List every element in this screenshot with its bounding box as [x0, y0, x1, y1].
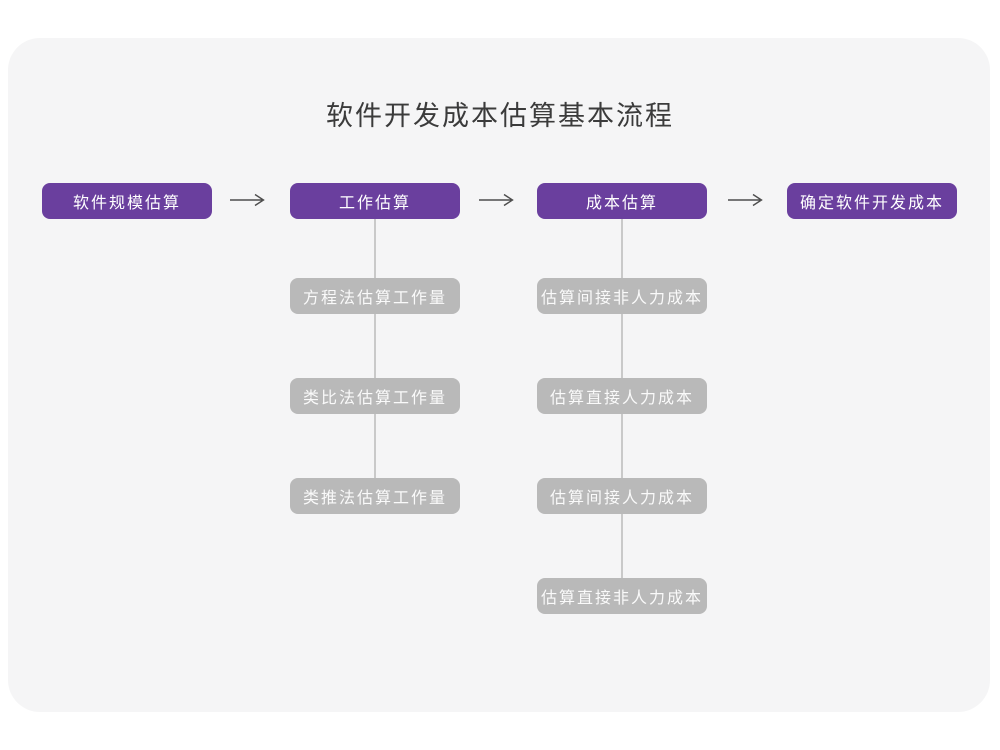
- sub-node-direct-labor-cost: 估算直接人力成本: [537, 378, 707, 414]
- arrow-right-icon: [478, 193, 518, 207]
- sub-node-indirect-nonlabor-cost: 估算间接非人力成本: [537, 278, 707, 314]
- flow-node-determine-development-cost: 确定软件开发成本: [787, 183, 957, 219]
- flow-node-software-scale-estimation: 软件规模估算: [42, 183, 212, 219]
- sub-node-indirect-labor-cost: 估算间接人力成本: [537, 478, 707, 514]
- arrow-right-icon: [727, 193, 767, 207]
- page-title: 软件开发成本估算基本流程: [326, 101, 674, 131]
- sub-node-analogy-method: 类比法估算工作量: [290, 378, 460, 414]
- flow-node-work-estimation: 工作估算: [290, 183, 460, 219]
- sub-node-direct-nonlabor-cost: 估算直接非人力成本: [537, 578, 707, 614]
- sub-node-extrapolation-method: 类推法估算工作量: [290, 478, 460, 514]
- connector-line-work-estimation: [374, 219, 376, 478]
- flow-node-cost-estimation: 成本估算: [537, 183, 707, 219]
- sub-node-equation-method: 方程法估算工作量: [290, 278, 460, 314]
- diagram-card: [8, 38, 990, 712]
- arrow-right-icon: [229, 193, 269, 207]
